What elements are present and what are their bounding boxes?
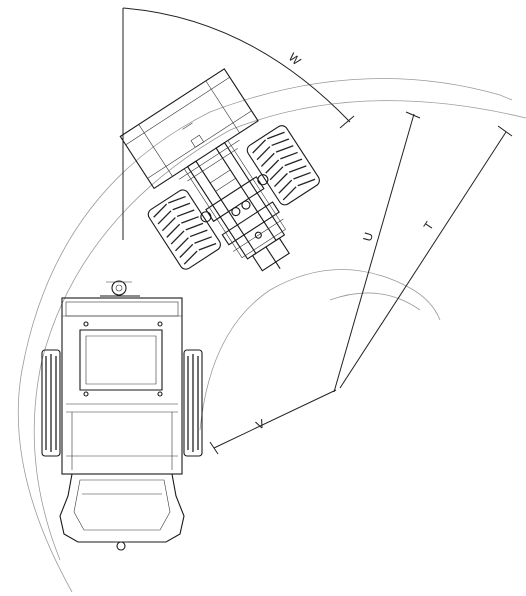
label-w: W	[286, 50, 304, 68]
front-frame-section	[119, 68, 320, 272]
w-dimension-arc	[122, 7, 351, 123]
tow-hitch	[116, 541, 126, 551]
front-right-wheel	[246, 125, 320, 206]
frame-details	[178, 139, 286, 258]
outer-turning-arc	[17, 78, 513, 593]
v-end-tick	[209, 441, 219, 455]
turning-arcs	[17, 78, 526, 593]
inner-turning-arc	[199, 269, 441, 431]
u-dimension-line	[333, 113, 415, 393]
t-dimension-line	[339, 131, 507, 389]
loader-arms	[186, 141, 290, 272]
front-left-wheel	[147, 189, 221, 270]
label-v: V	[254, 416, 267, 432]
bucket	[119, 68, 259, 190]
rear-left-wheel	[41, 349, 61, 457]
cab-window	[79, 329, 163, 391]
rear-right-wheel	[183, 349, 203, 457]
dimension-lines	[122, 7, 513, 455]
rear-hood	[59, 473, 185, 543]
articulation-joint	[100, 280, 140, 297]
t-end-tick	[497, 125, 513, 137]
v-dimension-line	[213, 389, 337, 449]
second-turning-arc	[33, 100, 526, 561]
w-end-tick	[339, 115, 355, 129]
small-turning-arc	[329, 292, 421, 311]
label-t: T	[421, 218, 437, 232]
rear-frame-section	[41, 297, 203, 551]
label-u: U	[360, 231, 376, 243]
u-end-tick	[405, 111, 421, 119]
